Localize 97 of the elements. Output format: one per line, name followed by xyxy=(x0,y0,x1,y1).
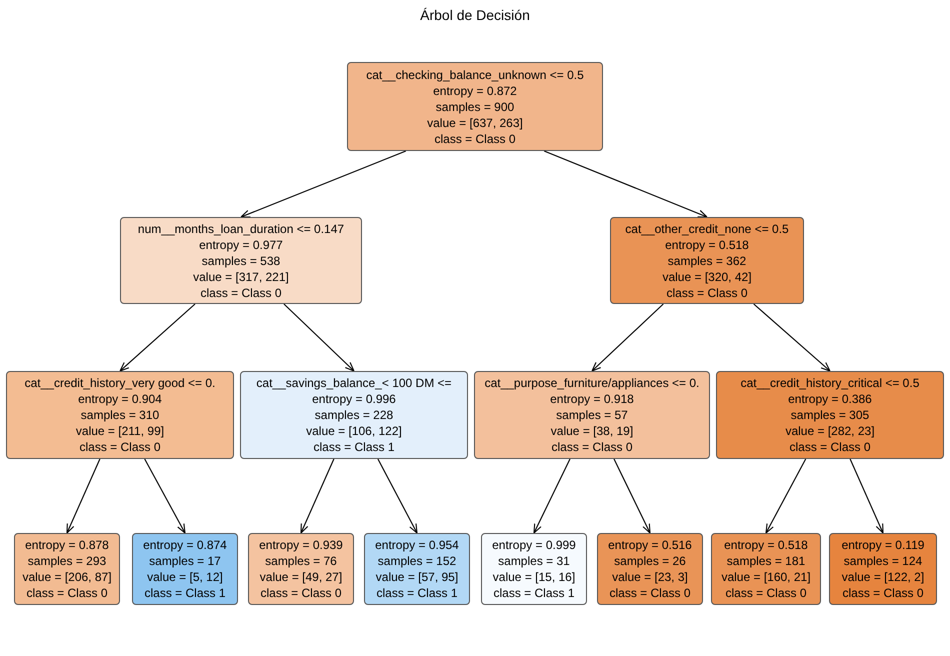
arrow xyxy=(753,304,831,372)
arrow xyxy=(614,458,651,534)
node-text: entropy = 0.918 xyxy=(550,391,634,407)
tree-node xyxy=(481,533,587,605)
node-text: samples = 293 xyxy=(28,553,106,569)
node-text: entropy = 0.954 xyxy=(375,537,459,553)
node-text: value = [5, 12] xyxy=(147,569,223,585)
node-text: entropy = 0.518 xyxy=(724,537,808,553)
node-text: cat__credit_history_critical <= 0.5 xyxy=(740,375,920,391)
node-text: class = Class 0 xyxy=(260,585,342,601)
arrow xyxy=(284,304,355,372)
tree-node xyxy=(347,62,603,151)
tree-node xyxy=(240,371,468,459)
node-text: samples = 310 xyxy=(80,407,160,423)
node-text: samples = 900 xyxy=(436,98,514,114)
node-text: samples = 26 xyxy=(614,553,686,569)
node-text: samples = 57 xyxy=(556,407,628,423)
tree-node xyxy=(120,217,362,304)
node-text: class = Class 0 xyxy=(609,585,691,601)
node-text: entropy = 0.518 xyxy=(665,236,749,252)
node-text: class = Class 1 xyxy=(144,585,226,601)
arrow xyxy=(119,304,196,372)
node-text: value = [317, 221] xyxy=(193,268,289,284)
arrow xyxy=(66,458,100,534)
node-text: class = Class 0 xyxy=(79,439,161,455)
node-text: entropy = 0.904 xyxy=(78,391,162,407)
node-text: samples = 228 xyxy=(314,407,394,423)
node-text: class = Class 0 xyxy=(789,439,871,455)
node-text: value = [282, 23] xyxy=(785,423,875,439)
tree-node xyxy=(711,533,821,605)
tree-node xyxy=(829,533,937,605)
node-text: value = [106, 122] xyxy=(306,423,402,439)
node-text: value = [320, 42] xyxy=(662,268,752,284)
node-text: value = [57, 95] xyxy=(376,569,458,585)
node-text: samples = 17 xyxy=(149,553,221,569)
node-text: value = [122, 2] xyxy=(842,569,924,585)
arrow xyxy=(300,458,334,534)
node-text: value = [15, 16] xyxy=(492,569,576,585)
node-text: value = [211, 99] xyxy=(76,423,164,439)
node-text: samples = 31 xyxy=(498,553,570,569)
node-text: cat__checking_balance_unknown <= 0.5 xyxy=(366,66,584,82)
node-text: samples = 76 xyxy=(265,553,337,569)
arrow xyxy=(144,458,186,534)
node-text: entropy = 0.999 xyxy=(492,537,576,553)
node-text: entropy = 0.516 xyxy=(608,537,692,553)
node-text: samples = 305 xyxy=(790,407,870,423)
node-text: value = [637, 263] xyxy=(427,114,523,130)
node-text: samples = 152 xyxy=(378,553,456,569)
tree-node xyxy=(610,217,804,304)
node-text: entropy = 0.996 xyxy=(312,391,396,407)
node-text: samples = 362 xyxy=(668,252,746,268)
node-text: entropy = 0.874 xyxy=(143,537,227,553)
node-text: cat__other_credit_none <= 0.5 xyxy=(625,220,789,236)
node-text: value = [206, 87] xyxy=(22,569,112,585)
node-text: class = Class 0 xyxy=(666,284,748,300)
node-text: samples = 538 xyxy=(202,252,280,268)
node-text: class = Class 0 xyxy=(725,585,807,601)
node-text: class = Class 1 xyxy=(376,585,458,601)
tree-node xyxy=(132,533,238,605)
node-text: class = Class 1 xyxy=(313,439,395,455)
arrow xyxy=(533,458,570,534)
node-text: samples = 181 xyxy=(726,553,806,569)
arrow xyxy=(544,150,708,218)
node-text: entropy = 0.872 xyxy=(433,82,517,98)
node-text: entropy = 0.119 xyxy=(842,537,924,553)
node-text: value = [49, 27] xyxy=(260,569,342,585)
node-text: cat__credit_history_very good <= 0. xyxy=(24,375,216,391)
arrow xyxy=(591,304,664,372)
arrow xyxy=(765,458,806,534)
node-text: cat__savings_balance_< 100 DM <= xyxy=(256,375,452,391)
tree-node xyxy=(597,533,703,605)
node-text: entropy = 0.977 xyxy=(199,236,283,252)
node-text: value = [23, 3] xyxy=(612,569,688,585)
node-text: value = [160, 21] xyxy=(721,569,811,585)
node-text: class = Class 1 xyxy=(493,585,575,601)
tree-node xyxy=(716,371,944,459)
node-text: entropy = 0.386 xyxy=(788,391,872,407)
chart-title: Árbol de Decisión xyxy=(419,7,531,23)
node-text: class = Class 0 xyxy=(434,130,516,146)
node-text: entropy = 0.939 xyxy=(259,537,343,553)
tree-node xyxy=(474,371,710,459)
node-text: num__months_loan_duration <= 0.147 xyxy=(138,220,344,236)
node-text: cat__purpose_furniture/appliances <= 0. xyxy=(484,375,700,391)
tree-node xyxy=(364,533,470,605)
arrow xyxy=(240,150,406,218)
node-text: class = Class 0 xyxy=(842,585,924,601)
tree-node xyxy=(14,533,120,605)
node-text: entropy = 0.878 xyxy=(25,537,109,553)
node-text: value = [38, 19] xyxy=(550,423,634,439)
node-text: class = Class 0 xyxy=(200,284,282,300)
tree-node xyxy=(248,533,354,605)
arrow xyxy=(850,458,884,534)
node-text: samples = 124 xyxy=(844,553,922,569)
arrow xyxy=(377,458,418,534)
node-text: class = Class 0 xyxy=(551,439,633,455)
tree-node xyxy=(6,371,234,459)
node-text: class = Class 0 xyxy=(26,585,108,601)
